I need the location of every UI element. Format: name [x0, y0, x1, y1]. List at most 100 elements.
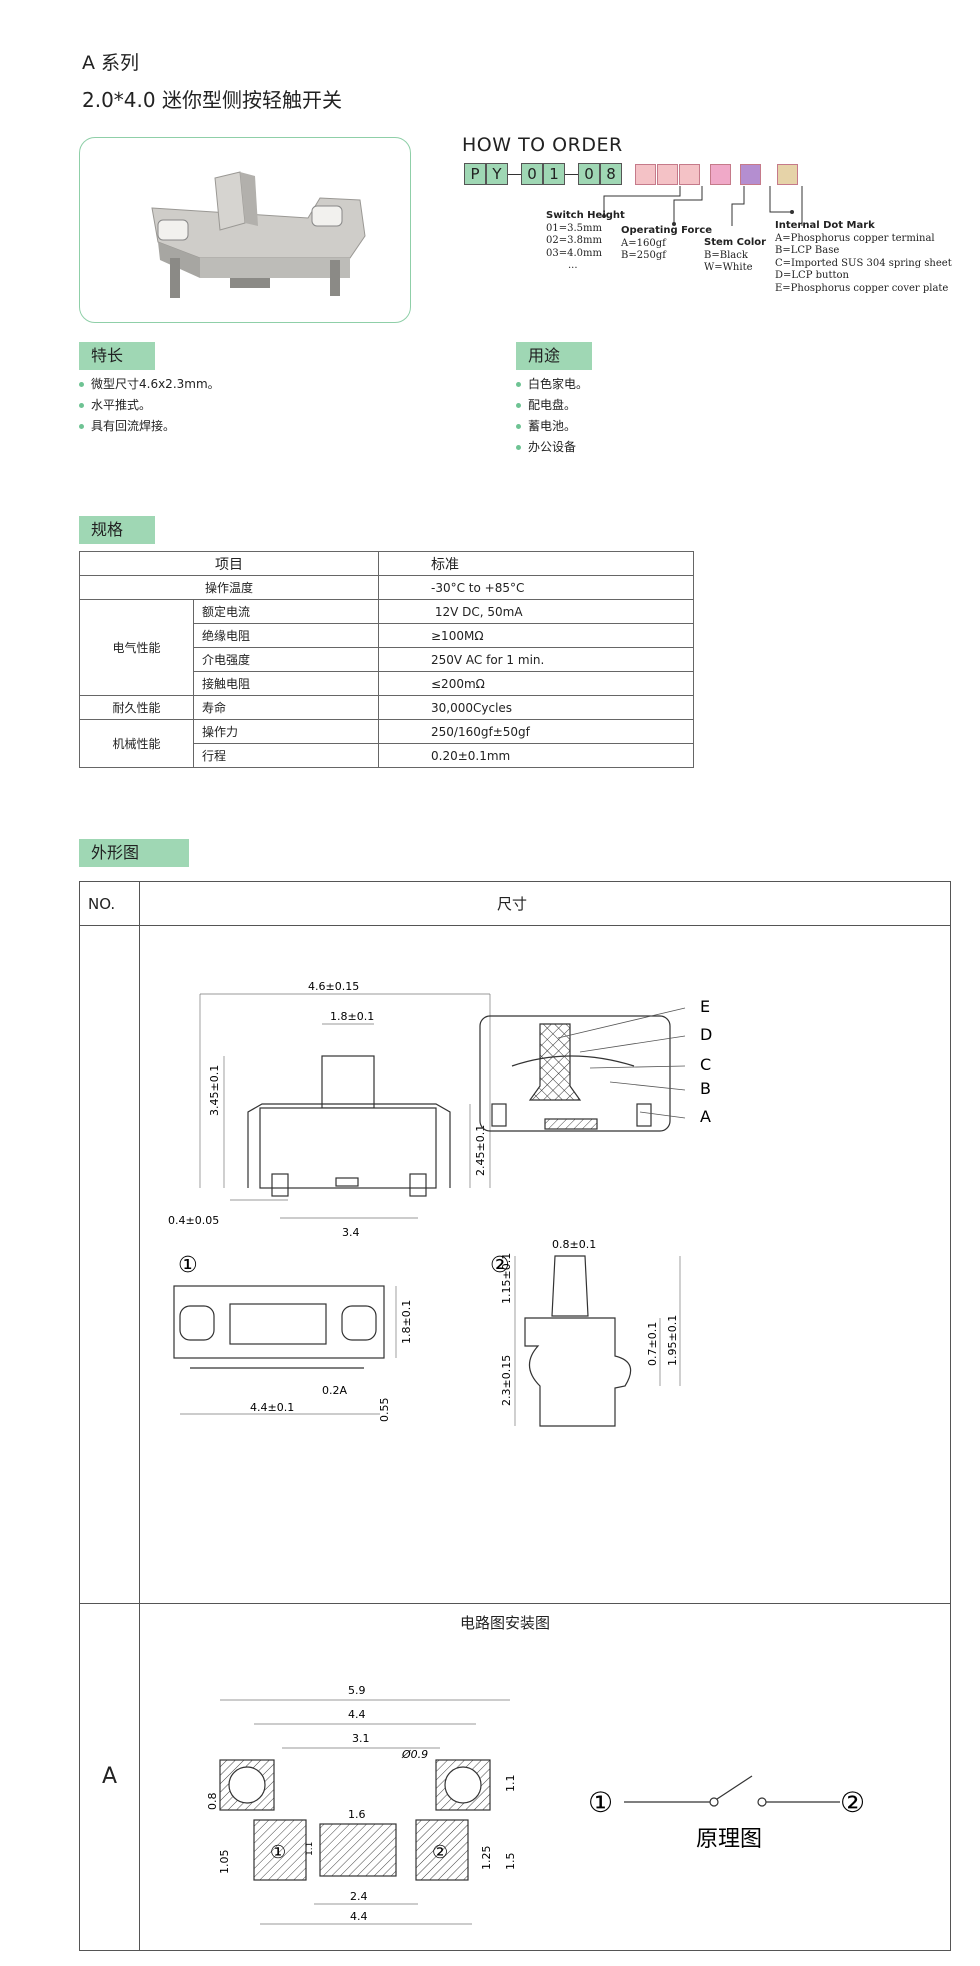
- spec-item: 操作温度: [79, 575, 379, 600]
- legend-internal-dot-mark: Internal Dot Mark A=Phosphorus copper te…: [775, 220, 952, 295]
- legend-stem-color: Stem Color B=Black W=White: [704, 237, 766, 275]
- legend-item: C=Imported SUS 304 spring sheet: [775, 257, 952, 269]
- section-label: A: [700, 1107, 711, 1126]
- series-label: A 系列: [82, 52, 140, 74]
- table-row: 介电强度 250V AC for 1 min.: [80, 647, 694, 672]
- spec-value: 250/160gf±50gf: [378, 719, 694, 744]
- product-photo-frame: [79, 137, 411, 323]
- page-title: 2.0*4.0 迷你型侧按轻触开关: [82, 88, 342, 112]
- legend-title: Switch Height: [546, 210, 625, 221]
- legend-title: Operating Force: [621, 225, 713, 236]
- code-char: Y: [486, 163, 508, 185]
- table-row: 机械性能 操作力 250/160gf±50gf: [79, 719, 694, 768]
- spec-value: ≤200mΩ: [378, 671, 694, 696]
- dim-text: 1.05: [218, 1850, 231, 1875]
- dim-text: 1.8±0.1: [330, 1010, 374, 1023]
- legend-item: B=Black: [704, 249, 748, 261]
- spec-value: 250V AC for 1 min.: [378, 647, 694, 672]
- order-leader-lines: [602, 186, 803, 226]
- spec-item: 行程: [193, 743, 379, 768]
- switch-symbol: [624, 1775, 840, 1807]
- legend-title: Internal Dot Mark: [775, 220, 875, 231]
- dim-text: 1.25: [480, 1846, 493, 1871]
- legend-item: ...: [568, 260, 578, 271]
- code-char: 8: [600, 163, 622, 185]
- legend-title: Stem Color: [704, 237, 767, 248]
- spec-item: 操作力: [193, 719, 379, 744]
- dim-text: 0.8: [206, 1793, 219, 1811]
- uses-list: 白色家电。 配电盘。 蓄电池。 办公设备: [516, 374, 588, 458]
- outline-table: [79, 881, 951, 1951]
- section-label: B: [700, 1079, 711, 1098]
- spec-group: 耐久性能: [79, 695, 194, 720]
- order-slot: [679, 164, 700, 185]
- order-slot: [740, 164, 761, 185]
- dim-text: 4.4: [350, 1910, 368, 1923]
- order-slot: [710, 164, 731, 185]
- legend-item: 02=3.8mm: [546, 235, 602, 246]
- pad-1-label: ①: [270, 1842, 286, 1863]
- dim-text: 4.6±0.15: [308, 980, 359, 993]
- outline-heading: 外形图: [79, 839, 189, 867]
- column-divider: [139, 881, 140, 1951]
- how-to-order-heading: HOW TO ORDER: [462, 134, 623, 156]
- dim-text: 4.4±0.1: [250, 1401, 294, 1414]
- dim-text: 3.1: [352, 1732, 370, 1745]
- order-slot: [777, 164, 798, 185]
- spec-header-item: 项目: [79, 551, 379, 576]
- dim-text: 3.4: [342, 1226, 360, 1239]
- dim-text: 1.15±0.1: [500, 1253, 513, 1304]
- legend-operating-force: Operating Force A=160gf B=250gf: [621, 225, 712, 263]
- dim-text: 0.55: [378, 1398, 391, 1423]
- circuit-title: 电路图安装图: [460, 1614, 551, 1632]
- dim-text: 1.95±0.1: [666, 1315, 679, 1366]
- dim-text: 1.6: [348, 1808, 366, 1821]
- section-label: D: [700, 1025, 712, 1044]
- dim-text: 0.8±0.1: [552, 1238, 596, 1251]
- features-list: 微型尺寸4.6x2.3mm。 水平推式。 具有回流焊接。: [79, 374, 220, 437]
- product-photo: [151, 171, 366, 298]
- spec-group: 机械性能: [79, 719, 194, 768]
- code-char: 1: [543, 163, 565, 185]
- code-char: P: [464, 163, 486, 185]
- row-divider: [79, 925, 951, 926]
- legend-switch-height: Switch Height 01=3.5mm 02=3.8mm 03=4.0mm…: [546, 210, 625, 273]
- section-label: C: [700, 1055, 711, 1074]
- spec-value: 12V DC, 50mA: [378, 599, 694, 624]
- legend-item: A=Phosphorus copper terminal: [775, 232, 935, 244]
- code-separator: [565, 173, 578, 175]
- spec-item: 接触电阻: [193, 671, 379, 696]
- dim-text: 1.8±0.1: [400, 1300, 413, 1344]
- table-row: 绝缘电阻 ≥100MΩ: [80, 623, 694, 648]
- spec-value: ≥100MΩ: [378, 623, 694, 648]
- legend-item: B=LCP Base: [775, 245, 840, 256]
- legend-item: 01=3.5mm: [546, 222, 602, 234]
- row-divider: [79, 1603, 951, 1604]
- order-slot: [635, 164, 656, 185]
- col-dim-header: 尺寸: [497, 895, 528, 913]
- list-item: 水平推式。: [79, 395, 220, 416]
- table-row: 行程 0.20±0.1mm: [80, 743, 694, 768]
- code-char: 0: [521, 163, 543, 185]
- dim-text: 2.3±0.15: [500, 1355, 513, 1406]
- spec-item: 绝缘电阻: [193, 623, 379, 648]
- dim-text: 2.4: [350, 1890, 368, 1903]
- dim-text: 1.1: [504, 1775, 517, 1793]
- list-item: 白色家电。: [516, 374, 588, 395]
- col-no-header: NO.: [88, 895, 116, 913]
- features-heading: 特长: [79, 342, 155, 370]
- legend-item: 03=4.0mm: [546, 247, 602, 259]
- pcb-layout-drawing: 5.9 4.4 3.1 Ø0.9 1.1 0.8 1.6 1.05 1.25 1…: [206, 1684, 865, 1925]
- spec-group: 电气性能: [79, 599, 194, 696]
- code-char: 0: [578, 163, 600, 185]
- spec-value: -30°C to +85°C: [378, 575, 694, 600]
- legend-item: W=White: [704, 262, 753, 273]
- pin-2-label: ②: [490, 1253, 510, 1278]
- dim-text: 4.4: [348, 1708, 366, 1721]
- dim-text: 0.2A: [322, 1384, 347, 1397]
- spec-table: 项目 标准 操作温度 -30°C to +85°C 电气性能 额定电流 12V …: [79, 551, 694, 768]
- legend-item: B=250gf: [621, 250, 666, 261]
- dimension-drawings: 4.6±0.15 1.8±0.1 3.45±0.1 2.45±0.1 0.4±0…: [168, 980, 712, 1427]
- row-label: A: [102, 1764, 118, 1789]
- spec-item: 额定电流: [193, 599, 379, 624]
